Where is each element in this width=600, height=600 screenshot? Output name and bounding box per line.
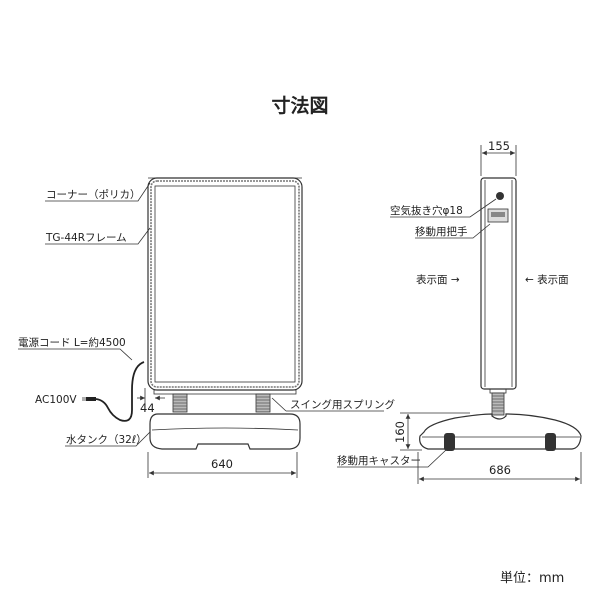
label-frame: TG-44Rフレーム [45,232,127,244]
spring-right [255,393,271,413]
spring-left [172,393,188,413]
dim-base-width: 686 [489,463,511,477]
air-hole-icon [496,192,504,200]
label-water-tank: 水タンク（32ℓ） [66,434,147,446]
label-corner: コーナー（ポリカ） [46,189,141,201]
dim-base-height: 160 [393,421,407,443]
frame-outer [147,177,303,391]
label-spring: スイング用スプリング [290,398,395,411]
unit-label: 単位：mm [500,570,564,586]
power-cord [95,361,145,422]
label-display-face-left: 表示面 → [416,273,460,286]
page-title: 寸法図 [271,94,328,117]
side-spring [491,392,505,416]
label-display-face-right: ← 表示面 [525,273,569,286]
label-air-hole: 空気抜き穴φ18 [390,204,463,217]
dim-width: 640 [211,457,233,471]
side-base [419,413,582,450]
plug-icon [86,397,96,401]
label-caster: 移動用キャスター [337,454,421,467]
front-view: コーナー（ポリカ） TG-44Rフレーム 電源コード L=約4500 AC100… [18,177,395,478]
poster-area [154,185,296,383]
caster-right [545,433,556,451]
water-tank [149,413,301,450]
frame-inner-dash [150,180,300,388]
label-handle: 移動用把手 [415,225,468,238]
side-view: 空気抜き穴φ18 移動用把手 表示面 → ← 表示面 移動用キャスター 155 … [337,139,582,484]
dim-offset: 44 [140,401,155,415]
dim-depth: 155 [488,139,510,153]
label-power-cord: 電源コード L=約4500 [18,336,126,349]
bottom-rail [153,389,297,395]
caster-left [444,433,455,451]
label-power: AC100V [35,394,77,406]
